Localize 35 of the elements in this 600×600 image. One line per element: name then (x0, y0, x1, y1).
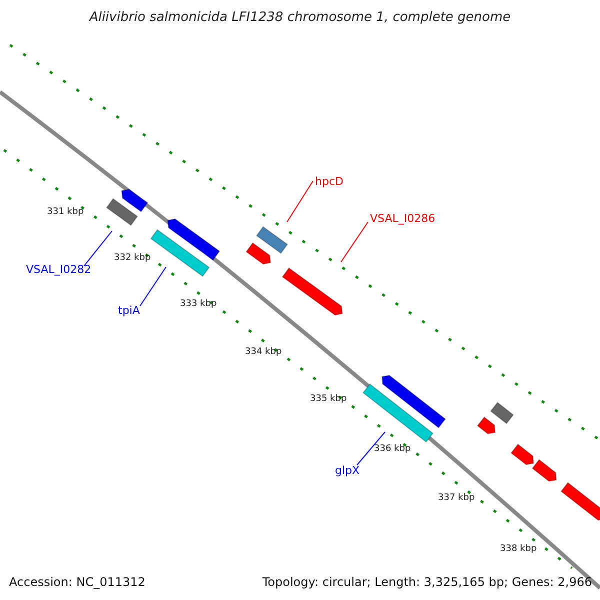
scale-label: 333 kbp (180, 300, 217, 309)
gene-block (490, 402, 514, 424)
genome-info-note: Topology: circular; Length: 3,325,165 bp; Genes: 2,966 (262, 576, 592, 588)
scale-label: 335 kbp (310, 395, 347, 404)
gene-block (150, 229, 210, 277)
leader-line (340, 222, 368, 262)
scale-label: 337 kbp (438, 494, 475, 503)
gene-block (256, 226, 288, 254)
gene-label: VSAL_I0286 (370, 213, 436, 224)
gene-block (121, 188, 148, 212)
gene-label: hpcD (315, 176, 344, 187)
leader-line (84, 230, 112, 266)
scale-label: 338 kbp (500, 545, 537, 554)
gene-block (106, 198, 138, 226)
gene-label: glpX (335, 465, 360, 476)
gene-block (362, 383, 434, 443)
scale-label: 334 kbp (245, 348, 282, 357)
gene-block (532, 458, 557, 482)
leader-line (140, 266, 166, 306)
scale-label: 331 kbp (47, 208, 84, 217)
gene-block (476, 416, 496, 434)
title: Aliivibrio salmonicida LFI1238 chromosome 1, complete genome (88, 11, 512, 24)
scale-label: 336 kbp (374, 445, 411, 454)
gene-block (282, 267, 343, 316)
leader-line (286, 180, 314, 222)
leader-line (356, 432, 386, 466)
gene-block (382, 374, 446, 428)
gene-block (510, 444, 534, 466)
gene-block (167, 218, 220, 261)
gene-block (246, 242, 272, 265)
gene-block (560, 482, 600, 521)
accession-note: Accession: NC_011312 (9, 576, 146, 588)
gene-label: VSAL_I0282 (26, 264, 92, 275)
scale-label: 332 kbp (114, 254, 151, 263)
gene-label: tpiA (118, 305, 140, 316)
